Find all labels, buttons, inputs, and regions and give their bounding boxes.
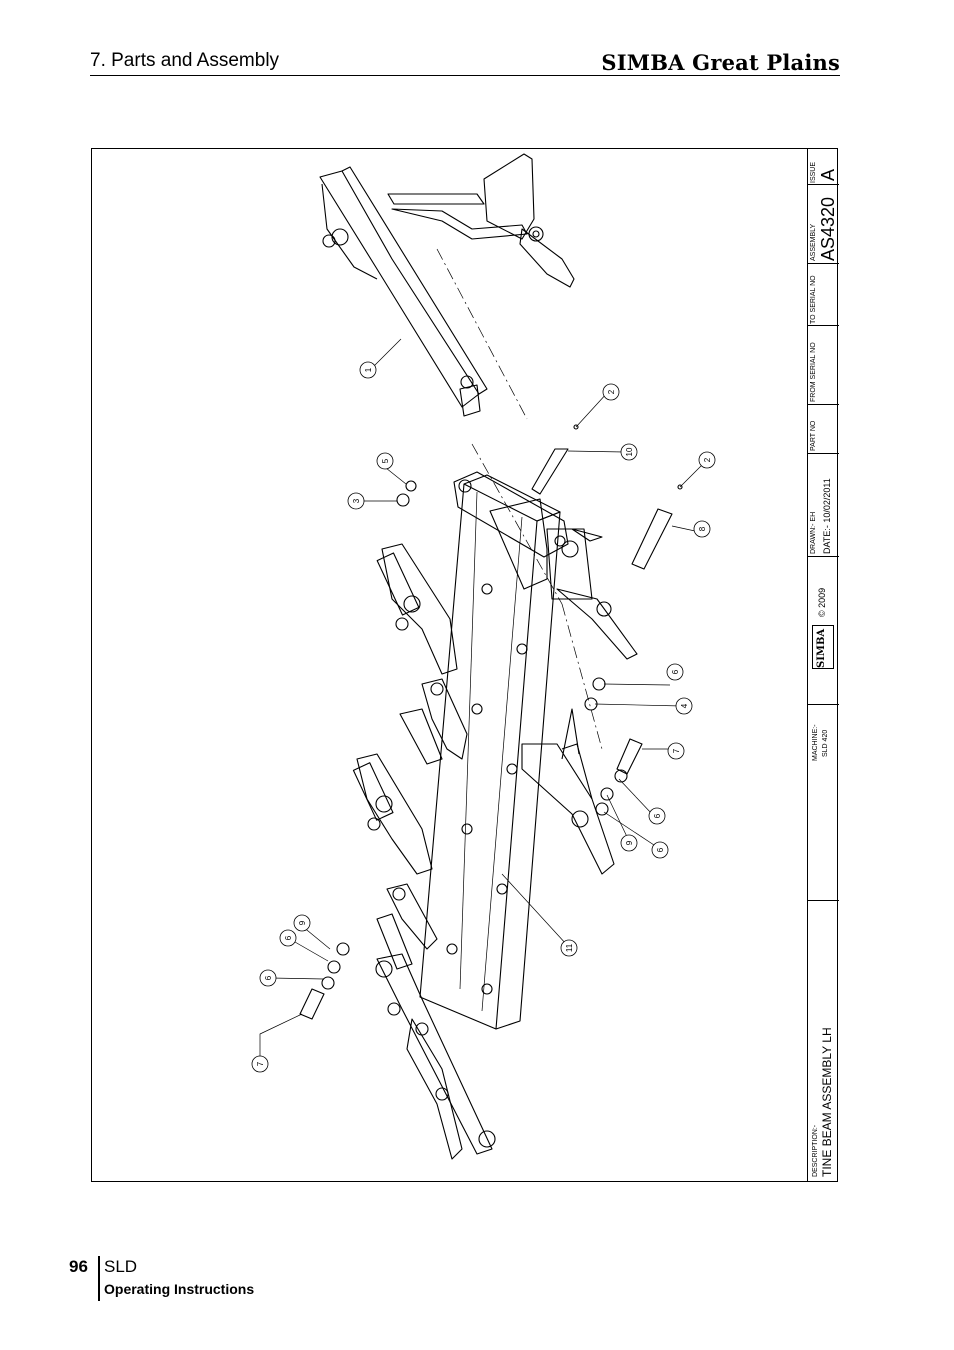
callout-11: 11 [560,939,578,957]
tine-point-top [483,153,575,288]
tb-description: DESCRIPTION:- TINE BEAM ASSEMBLY LH [808,901,839,1181]
svg-text:6: 6 [284,935,293,940]
tb-assembly: ASSEMBLY AS4320 [808,185,839,264]
tb-from-serial: FROM SERIAL NO [808,326,839,405]
tine-leg-lower [375,953,496,1160]
tb-logo: © 2009 SIMBA [808,557,839,705]
tine-arm-3 [352,753,433,875]
svg-text:9: 9 [625,840,634,845]
svg-text:5: 5 [381,458,390,463]
tine-arm-5 [376,883,438,970]
tb-to-serial: TO SERIAL NO [808,264,839,326]
tb-machine-value: SLD 420 [822,729,829,757]
svg-text:1: 1 [364,367,373,372]
tine-arm-4 [399,678,468,765]
tb-assembly-value: AS4320 [818,196,838,261]
svg-text:7: 7 [256,1061,265,1066]
section-title: 7. Parts and Assembly [90,50,280,71]
callout-9a: 9 [620,834,638,852]
product-code: SLD [104,1257,138,1276]
callout-6b: 6 [648,807,666,825]
callout-2a: 2 [602,383,620,401]
tb-description-label: DESCRIPTION:- [812,1124,819,1177]
svg-text:3: 3 [352,498,361,503]
tine-arm-1 [319,166,528,417]
document-type: Operating Instructions [104,1281,255,1297]
svg-text:9: 9 [298,920,307,925]
callout-3: 3 [347,492,365,510]
tb-date-label: DATE:- 10/02/2011 [822,478,832,554]
callout-8: 8 [693,520,711,538]
callout-6d: 6 [279,929,297,947]
drawing-frame: 1 2 2 3 4 5 6 6 6 6 6 7 7 8 9 9 10 11 IS… [91,148,839,1182]
hardware [299,424,683,1020]
svg-text:4: 4 [680,703,689,708]
svg-text:8: 8 [698,526,707,531]
header-rule [90,75,840,76]
footer-rule [98,1256,100,1301]
assembly-drawing: 1 2 2 3 4 5 6 6 6 6 6 7 7 8 9 9 10 11 [251,153,716,1160]
callout-1: 1 [359,361,377,379]
tb-from-serial-label: FROM SERIAL NO [810,342,817,402]
tb-to-serial-label: TO SERIAL NO [810,275,817,324]
callout-7a: 7 [667,742,685,760]
svg-text:2: 2 [703,457,712,462]
callout-7b: 7 [251,1055,269,1073]
brand-logo: SIMBA Great Plains [601,50,840,75]
callout-6e: 6 [259,969,277,987]
callout-6a: 6 [666,663,684,681]
tine-point-mid [521,708,615,875]
beam-bolts [446,583,528,995]
tb-machine: MACHINE:- SLD 420 [808,705,839,901]
title-block: ISSUE A ASSEMBLY AS4320 TO SERIAL NO FRO… [807,149,839,1181]
tine-beam [419,474,561,1030]
beam-end-plate [453,471,569,558]
tine-arm-2 [376,543,458,675]
tb-part-no-label: PART NO [810,420,817,451]
tb-assembly-label: ASSEMBLY [810,223,817,261]
simba-logo-text: SIMBA [816,628,827,668]
svg-text:6: 6 [264,975,273,980]
centre-line [436,248,603,750]
svg-text:7: 7 [672,748,681,753]
callout-10: 10 [620,443,638,461]
callout-9b: 9 [293,914,311,932]
callout-4: 4 [675,697,693,715]
tb-drawn: DRAWN:- EH DATE:- 10/02/2011 [808,454,839,557]
tb-issue: ISSUE A [808,149,839,185]
leader-lines [259,338,708,1061]
tb-copyright: © 2009 [817,587,827,617]
tb-issue-label: ISSUE [810,161,817,183]
tb-machine-label: MACHINE:- [812,724,819,761]
callout-5: 5 [376,452,394,470]
callout-2b: 2 [698,451,716,469]
svg-text:10: 10 [625,447,634,456]
svg-text:2: 2 [607,389,616,394]
simba-logo: SIMBA [812,625,834,669]
svg-text:6: 6 [656,847,665,852]
svg-text:6: 6 [671,669,680,674]
tb-issue-value: A [818,168,838,181]
callout-6c: 6 [651,841,669,859]
svg-text:6: 6 [653,813,662,818]
tb-description-value: TINE BEAM ASSEMBLY LH [820,1027,834,1177]
tine-leg-upper [489,498,638,660]
tb-part-no: PART NO [808,405,839,454]
svg-text:11: 11 [565,943,574,952]
page-number: 96 [69,1257,88,1276]
tb-drawn-label: DRAWN:- EH [810,511,817,554]
